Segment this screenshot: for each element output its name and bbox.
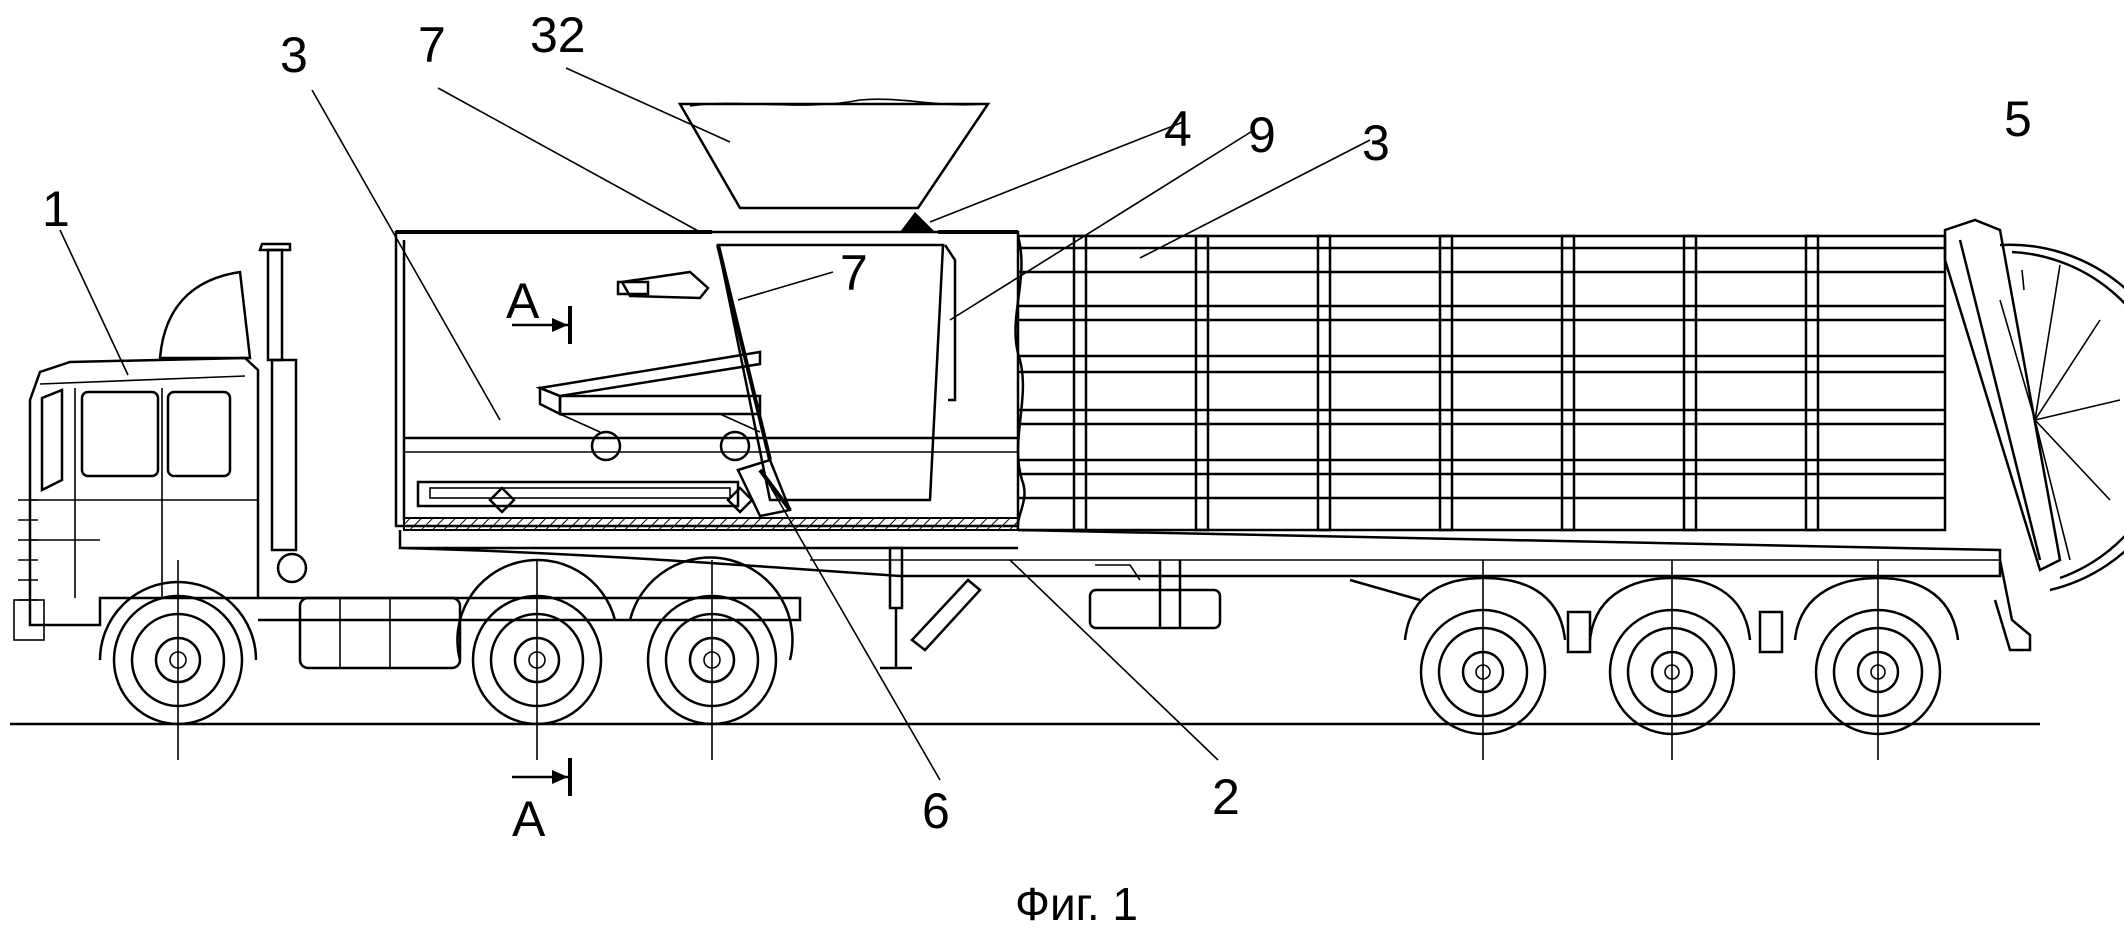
section-cut-upper xyxy=(512,306,572,344)
toolbox xyxy=(1088,588,1222,630)
section-mark-lower: A xyxy=(512,791,546,847)
external-hopper xyxy=(677,102,991,210)
callout-2: 2 xyxy=(1212,769,1240,825)
cab-rear-window xyxy=(166,390,232,478)
trailer-frame xyxy=(398,528,2002,578)
figure-caption: Фиг. 1 xyxy=(1015,878,1138,930)
tractor-cab xyxy=(28,356,260,627)
exhaust-stack xyxy=(266,248,284,362)
fuel-tank xyxy=(298,596,462,670)
cab-door-window xyxy=(80,390,160,478)
rear-rotor xyxy=(1999,243,2124,592)
roof-deflector xyxy=(158,270,252,360)
semi-trailer xyxy=(394,98,2124,760)
receiving-bin xyxy=(716,243,945,502)
callout-3-left: 3 xyxy=(280,27,308,83)
landing-gear xyxy=(880,546,982,670)
cab-windscreen xyxy=(40,388,64,493)
discharge-nozzle xyxy=(900,212,935,232)
compartment-floor xyxy=(403,517,1019,531)
section-cut-lower xyxy=(512,758,572,796)
callout-4: 4 xyxy=(1164,101,1192,157)
trailer-body xyxy=(1014,234,1947,532)
tractor-frame xyxy=(258,596,802,622)
callout-32: 32 xyxy=(530,7,586,63)
callout-5: 5 xyxy=(2004,91,2032,147)
rear-door xyxy=(1943,218,2062,572)
callout-7-inner: 7 xyxy=(840,245,868,301)
callout-6: 6 xyxy=(922,783,950,839)
front-grille xyxy=(13,499,45,641)
tractor-unit xyxy=(13,242,802,760)
air-intake xyxy=(270,358,298,552)
compaction-mechanism xyxy=(396,230,1018,518)
callout-9: 9 xyxy=(1248,107,1276,163)
callout-3-right: 3 xyxy=(1362,115,1390,171)
callout-7-top: 7 xyxy=(418,17,446,73)
section-mark-upper: A xyxy=(506,273,540,329)
callout-1: 1 xyxy=(42,181,70,237)
leader-lines xyxy=(59,67,2025,781)
